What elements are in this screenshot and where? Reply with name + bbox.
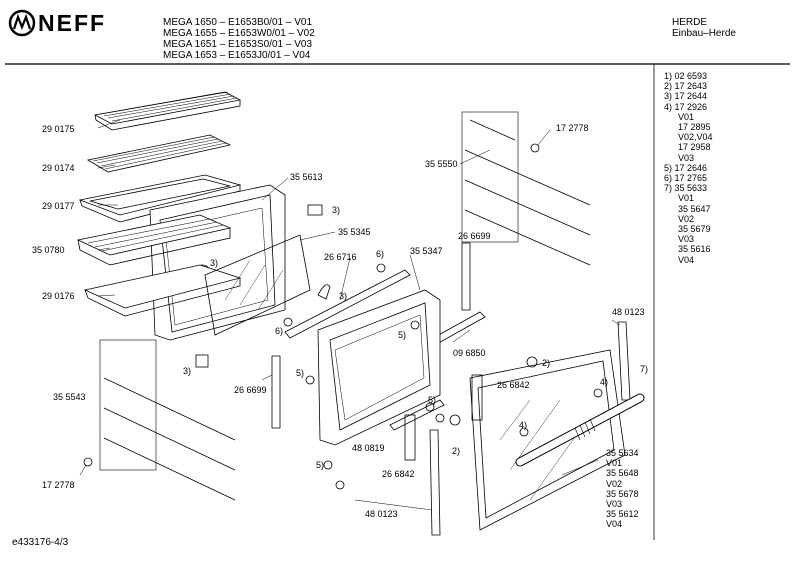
part-label: 48 0123 — [365, 509, 398, 519]
part-label: 29 0176 — [42, 291, 75, 301]
part-label: 35 5550 — [425, 159, 458, 169]
note-label: 3) — [332, 205, 341, 215]
note-label: 4) — [519, 420, 528, 430]
wire-rack-middle — [86, 134, 232, 173]
door-parts-list: 35 5634 V01 35 5648 V02 35 5678 V03 35 5… — [606, 448, 639, 530]
door-parts-entry: 35 5678 — [606, 488, 639, 499]
note-label: 2) — [542, 358, 551, 368]
part-label: 35 5613 — [290, 172, 323, 182]
neff-logo: NEFF — [8, 9, 123, 42]
baking-tray — [78, 174, 242, 223]
legend-entry: 1) 02 6593 — [664, 71, 708, 81]
legend-entry: 35 5616 — [678, 244, 711, 255]
part-label: 48 0123 — [612, 307, 645, 317]
category-block: HERDE Einbau–Herde — [672, 17, 736, 39]
screws — [83, 143, 603, 490]
legend-entry: 17 2895 — [678, 122, 711, 133]
part-label: 35 5345 — [338, 227, 371, 237]
note-label: 7) — [640, 364, 649, 374]
door-parts-entry: 35 5648 — [606, 468, 639, 479]
part-label: 17 2778 — [42, 480, 75, 490]
legend-entry: 7) 35 5633 — [664, 183, 708, 194]
legend-entry: V04 — [678, 254, 695, 265]
strip-480123-right — [617, 321, 631, 401]
subcategory: Einbau–Herde — [672, 28, 736, 39]
legend-entry: 4) 17 2926 — [664, 101, 708, 112]
legend-entry: 2) 17 2643 — [664, 81, 708, 92]
part-label: 26 6842 — [382, 469, 415, 479]
note-label: 4) — [600, 377, 609, 387]
strip-266716 — [284, 269, 411, 339]
brand-wordmark: NEFF — [38, 10, 107, 36]
note-label: 5) — [296, 368, 305, 378]
neff-logo-mark — [8, 9, 36, 37]
model-line: MEGA 1653 – E1653J0/01 – V04 — [163, 50, 311, 61]
door-handle — [515, 393, 645, 467]
strip-266699-right — [461, 242, 471, 311]
strip-480819 — [389, 399, 445, 431]
hinge-clip — [317, 284, 331, 300]
door-parts-entry: 35 5612 — [606, 509, 639, 520]
model-line: MEGA 1651 – E1653S0/01 – V03 — [163, 39, 312, 50]
note-label: 3) — [210, 258, 219, 268]
outer-door — [469, 349, 626, 531]
strip-266699-left — [271, 355, 281, 429]
legend-entry: 35 5647 — [678, 203, 711, 214]
part-label: 29 0174 — [42, 163, 75, 173]
inner-door-frame — [317, 289, 441, 446]
category: HERDE — [672, 17, 708, 28]
part-label: 35 5543 — [53, 392, 86, 402]
door-parts-entry: V04 — [606, 519, 623, 530]
legend-entry: V02 — [678, 213, 695, 224]
drip-tray — [83, 264, 242, 317]
part-label: 26 6716 — [324, 252, 357, 262]
inner-glass-panel — [204, 234, 311, 336]
side-rail-right — [461, 111, 591, 266]
door-parts-entry: V03 — [606, 499, 623, 510]
part-label: 26 6842 — [497, 380, 530, 390]
side-rail-left — [99, 339, 236, 501]
legend-entry: V03 — [678, 152, 695, 163]
door-parts-entry: V02 — [606, 478, 623, 489]
part-label: 26 6699 — [234, 385, 267, 395]
model-list: MEGA 1650 – E1653B0/01 – V01 MEGA 1655 –… — [163, 17, 315, 61]
part-label: 35 5347 — [410, 246, 443, 256]
legend-entry: V01 — [678, 193, 695, 204]
legend-entry: V01 — [678, 111, 695, 122]
part-label: 29 0175 — [42, 124, 75, 134]
note-label: 3) — [339, 291, 348, 301]
clip-2 — [195, 354, 209, 368]
legend-entry: V03 — [678, 234, 695, 245]
door-parts-entry: V01 — [606, 458, 623, 469]
note-label: 5) — [316, 460, 325, 470]
wire-rack-top — [93, 91, 242, 131]
note-label: 5) — [428, 395, 437, 405]
part-label: 35 0780 — [32, 245, 65, 255]
note-label: 6) — [275, 326, 284, 336]
part-label: 17 2778 — [556, 123, 589, 133]
note-label: 6) — [376, 249, 385, 259]
part-label: 26 6699 — [458, 231, 491, 241]
legend-column: 1) 02 6593 2) 17 2643 3) 17 2644 4) 17 2… — [664, 71, 713, 265]
model-line: MEGA 1655 – E1653W0/01 – V02 — [163, 28, 315, 39]
note-label: 2) — [452, 446, 461, 456]
part-label: 09 6850 — [453, 348, 486, 358]
note-label: 5) — [398, 330, 407, 340]
model-line: MEGA 1650 – E1653B0/01 – V01 — [163, 17, 312, 28]
part-label: 48 0819 — [352, 443, 385, 453]
legend-entry: 35 5679 — [678, 224, 711, 235]
legend-entry: V02,V04 — [678, 132, 713, 143]
door-parts-entry: 35 5634 — [606, 448, 639, 458]
legend-entry: 17 2958 — [678, 142, 711, 153]
footer-code: e433176-4/3 — [12, 537, 69, 548]
strip-480123-bottom — [429, 429, 441, 536]
legend-entry: 6) 17 2765 — [664, 173, 708, 184]
part-label: 29 0177 — [42, 201, 75, 211]
note-label: 3) — [183, 366, 192, 376]
clip-1 — [307, 204, 323, 216]
legend-entry: 5) 17 2646 — [664, 162, 708, 173]
legend-entry: 3) 17 2644 — [664, 91, 708, 102]
hinge-266842-right — [471, 374, 483, 421]
